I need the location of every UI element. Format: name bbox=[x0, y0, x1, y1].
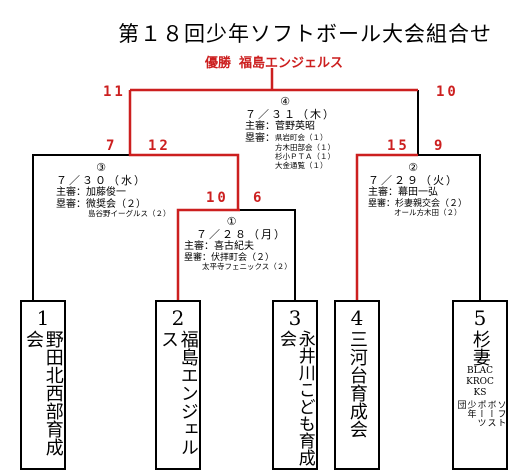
line-team1-to-g3 bbox=[32, 154, 130, 300]
winner-label: 優勝 bbox=[205, 56, 232, 71]
team-5-en-3: KS bbox=[473, 387, 487, 398]
game-3-umpire-base: 塁審：微奨会（２） bbox=[56, 198, 146, 210]
game-4-umpire-base-1: 県岩町会（１） bbox=[275, 132, 328, 142]
team-3-name: 永井川こども育成会 bbox=[276, 330, 315, 466]
team-5-name: 杉妻 bbox=[469, 330, 491, 366]
team-5-number: 5 bbox=[473, 306, 487, 330]
game-1-date: ７／２８（月） bbox=[196, 227, 287, 241]
page-title: 第１８回少年ソフトボール大会組合せ bbox=[118, 22, 492, 46]
game-2-umpire-main: 主審：幕田一弘 bbox=[368, 187, 438, 199]
red-bracket-lines bbox=[128, 68, 418, 300]
team-1-number: 1 bbox=[36, 306, 50, 330]
team-4-box: 4 三河台育成会 bbox=[334, 300, 380, 470]
game-3-info: ③ ７／３０（水） 主審：加藤俊一 塁審：微奨会（２） 島谷野イーグルス（２） bbox=[56, 161, 171, 219]
game-2-info: ② ７／２９（火） 主審：幕田一弘 塁審：杉妻親交会（２） オール方木田（２） bbox=[368, 161, 468, 218]
team-5-en-1: BLAC bbox=[467, 366, 493, 376]
score-g2-left: 15 bbox=[387, 138, 410, 154]
game-3-umpire-base-2: 島谷野イーグルス（２） bbox=[88, 209, 171, 219]
score-g1-right: 6 bbox=[253, 190, 265, 206]
game-1-number: ① bbox=[226, 215, 237, 228]
team-5-extra-5: 団 bbox=[455, 400, 466, 410]
game-1-umpire-base-2: 太平寺フェニックス（２） bbox=[202, 262, 292, 272]
game-1-umpire-base: 塁審：伏拝町会（２） bbox=[184, 252, 275, 263]
game-2-date: ７／２９（火） bbox=[368, 173, 459, 187]
score-final-right: 10 bbox=[436, 84, 459, 100]
team-2-number: 2 bbox=[171, 306, 185, 330]
team-5-extra-2: ボース bbox=[485, 400, 496, 428]
team-5-en-2: KROC bbox=[466, 376, 494, 387]
game-2-umpire-base-2: オール方木田（２） bbox=[394, 208, 462, 218]
team-1-box: 1 野田北西部育成会 bbox=[20, 300, 66, 470]
line-team4-to-g2 bbox=[355, 153, 418, 300]
team-4-name: 三河台育成会 bbox=[346, 330, 368, 438]
team-4-number: 4 bbox=[350, 306, 364, 330]
score-g3-right: 12 bbox=[148, 138, 171, 154]
game-2-umpire-base: 塁審：杉妻親交会（２） bbox=[368, 198, 468, 209]
line-team2-to-g1 bbox=[176, 208, 240, 300]
team-1-name: 野田北西部育成会 bbox=[23, 330, 64, 456]
line-team3-to-g1 bbox=[240, 209, 296, 300]
game-4-info: ④ ７／３１（木） 主審：菅野英昭 塁審： 県岩町会（１） 方木田部会（１） 杉… bbox=[245, 95, 336, 170]
game-2-number: ② bbox=[408, 161, 418, 174]
team-3-number: 3 bbox=[288, 306, 302, 330]
winner-line: 優勝福島エンジェルス bbox=[205, 52, 343, 71]
game-3-number: ③ bbox=[96, 161, 106, 174]
team-2-box: 2 福島エンジェルス bbox=[155, 300, 201, 470]
team-5-extra-3: ポーツ bbox=[475, 400, 486, 428]
team-2-name: 福島エンジェルス bbox=[158, 330, 199, 456]
game-4-date: ７／３１（木） bbox=[245, 107, 336, 121]
game-4-umpire-base-4: 大金通覧（１） bbox=[275, 160, 328, 170]
score-g1-left: 10 bbox=[206, 190, 229, 206]
team-5-extra-1: ソフト bbox=[495, 400, 506, 428]
team-5-extra-4: 少年 bbox=[465, 400, 476, 419]
game-1-info: ① ７／２８（月） 主審：喜古紀夫 塁審：伏拝町会（２） 太平寺フェニックス（２… bbox=[184, 215, 292, 272]
game-4-umpire-main: 主審：菅野英昭 bbox=[245, 121, 315, 133]
team-3-box: 3 永井川こども育成会 bbox=[272, 300, 318, 470]
game-1-umpire-main: 主審：喜古紀夫 bbox=[184, 241, 254, 253]
game-4-umpire-base-2: 方木田部会（１） bbox=[275, 143, 335, 153]
winner-team: 福島エンジェルス bbox=[239, 56, 344, 71]
game-3-umpire-main: 主審：加藤俊一 bbox=[56, 187, 126, 199]
game-3-date: ７／３０（水） bbox=[56, 173, 147, 187]
game-4-umpire-base-row: 塁審： 県岩町会（１） bbox=[245, 133, 336, 145]
game-4-number: ④ bbox=[280, 95, 290, 108]
team-5-extra: ソフト ボース ポーツ 少年 団 bbox=[455, 400, 506, 428]
game-4-umpire-base-label: 塁審： bbox=[245, 132, 275, 144]
line-team5-to-g2 bbox=[418, 154, 481, 300]
score-final-left: 11 bbox=[103, 84, 126, 100]
line-g3-to-final bbox=[128, 90, 240, 210]
team-5-box: 5 杉妻 BLAC KROC KS ソフト ボース ポーツ 少年 団 bbox=[452, 300, 508, 470]
black-bracket-lines bbox=[32, 90, 481, 300]
score-g3-left: 7 bbox=[106, 138, 118, 154]
game-4-umpire-base-3: 杉小ＰＴＡ（１） bbox=[275, 151, 335, 161]
score-g2-right: 9 bbox=[434, 138, 446, 154]
